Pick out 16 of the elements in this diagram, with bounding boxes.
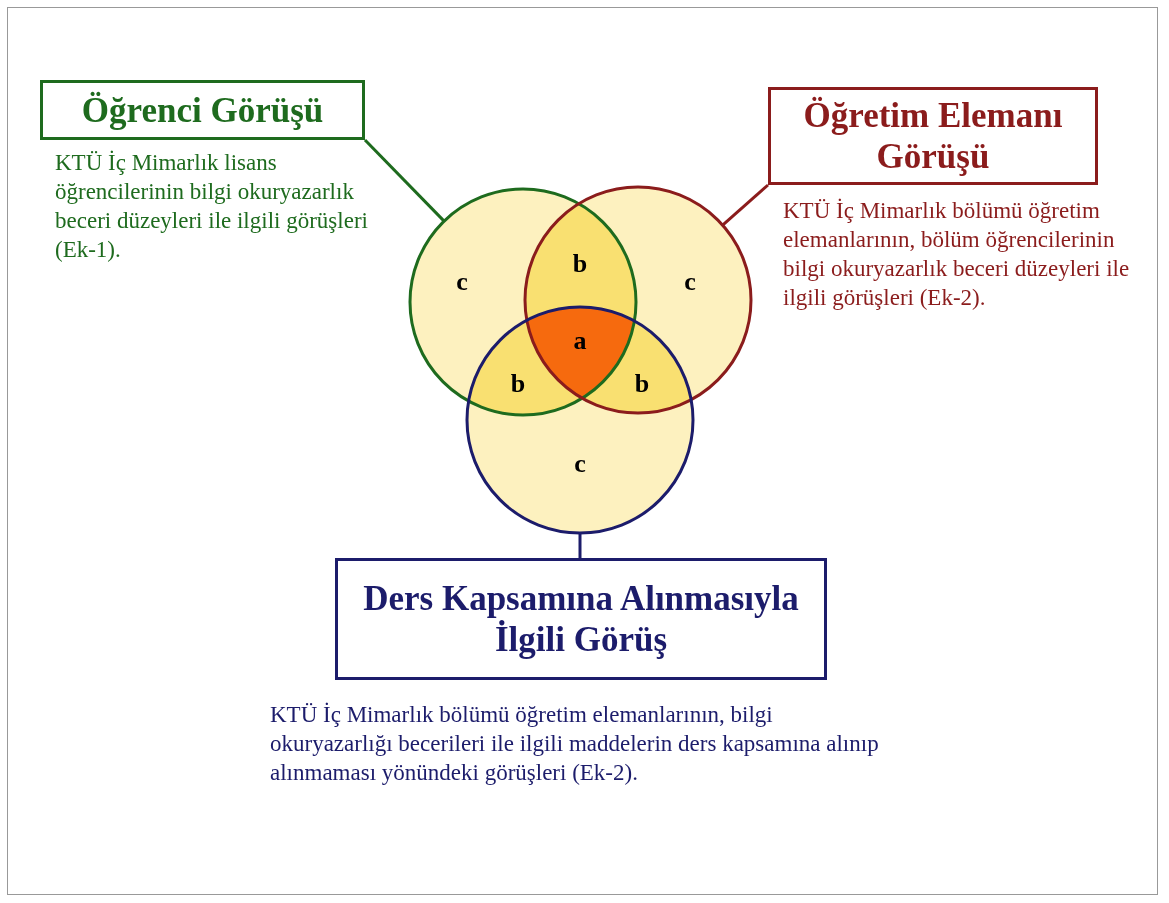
region-letter: b [509,369,527,399]
region-letter: c [683,267,697,297]
leader-line [578,533,582,558]
region-letter: a [572,326,588,356]
description-text: KTÜ İç Mimarlık bölümü öğretim elemanlarının, bölüm öğrencilerinin bilgi okuryazarlık beceri düzeyleri ile ilgili görüşleri (Ek-2). [783,197,1131,312]
description-text: KTÜ İç Mimarlık lisans öğrencilerinin bilgi okuryazarlık beceri düzeyleri ile ilgili görüşleri (Ek-1). [55,149,369,264]
region-letter: c [573,449,587,479]
heading-box: Ders Kapsamına Alınmasıyla İlgili Görüş [335,558,827,680]
region-letter: b [571,249,589,279]
region-letter: c [455,267,469,297]
heading-box: Öğrenci Görüşü [40,80,365,140]
heading-box: Öğretim Elemanı Görüşü [768,87,1098,185]
description-text: KTÜ İç Mimarlık bölümü öğretim elemanlarının, bilgi okuryazarlığı becerileri ile ilgili maddelerin ders kapsamına alınıp alınmaması yönündeki görüşleri (Ek-2). [270,701,880,787]
region-letter: b [633,369,651,399]
leader-line [363,138,446,223]
leader-line [721,183,769,227]
